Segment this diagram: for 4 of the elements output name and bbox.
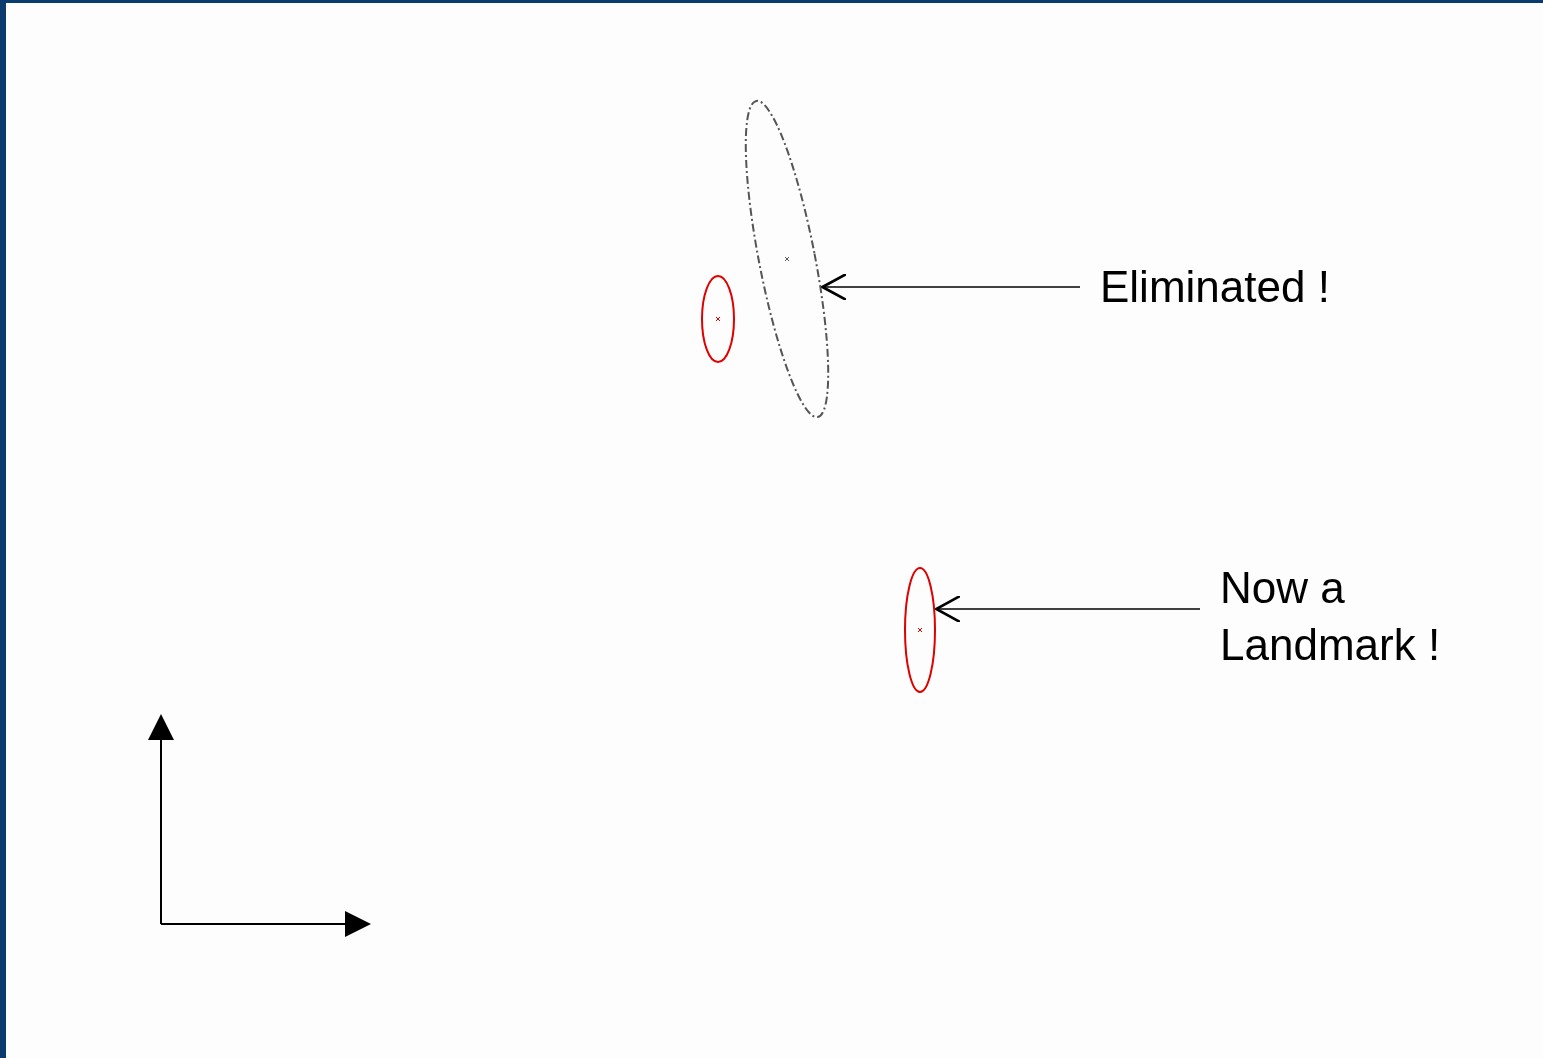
arrow: [821, 272, 1081, 302]
annotation-text: Eliminated !: [1100, 261, 1331, 314]
arrow: [934, 594, 1201, 624]
annotation-text: Now a Landmark !: [1220, 561, 1442, 671]
